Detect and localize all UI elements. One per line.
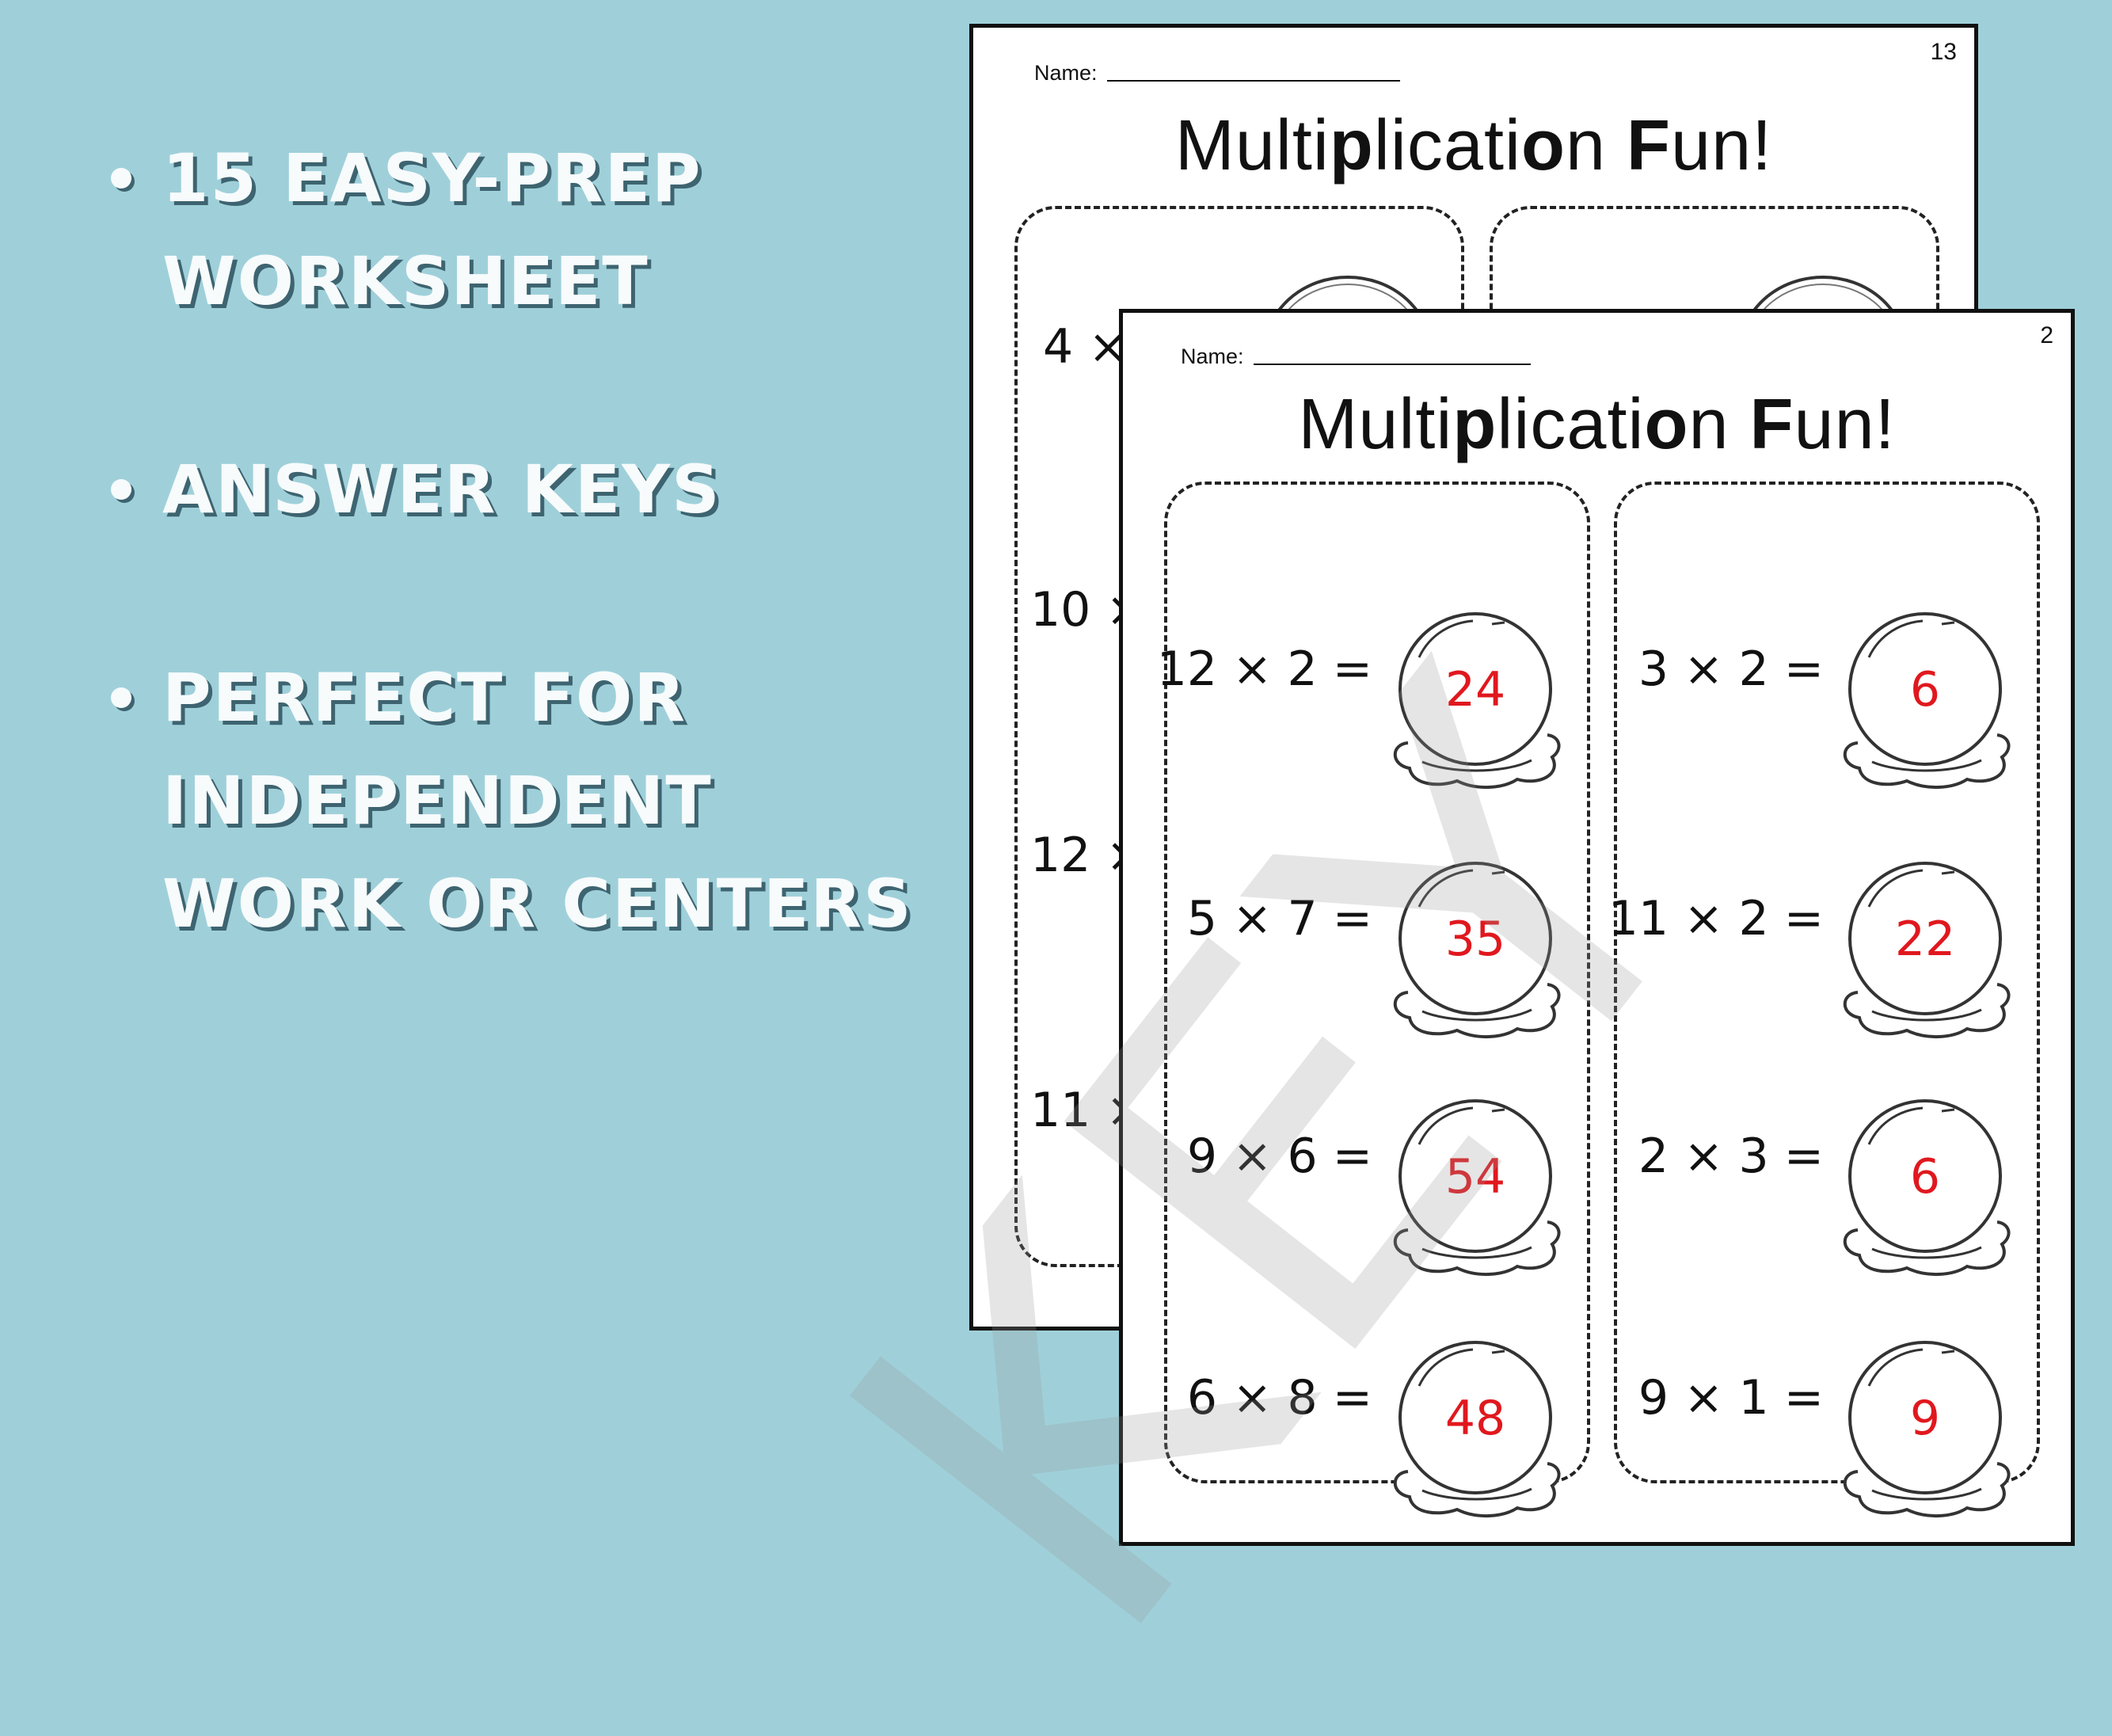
worksheet-title: Multiplication Fun! bbox=[1174, 106, 1773, 185]
problem-text: 9 × 6 = bbox=[1186, 1129, 1372, 1184]
problem-text: 4 × bbox=[1043, 319, 1128, 375]
bullet-dot-icon bbox=[111, 687, 131, 708]
answer-text: 22 bbox=[1894, 912, 1956, 967]
snow-globe-icon bbox=[1384, 859, 1568, 1046]
snow-globe-icon bbox=[1384, 610, 1568, 797]
problem-panel-right bbox=[1614, 482, 2040, 1483]
snow-globe-icon bbox=[1834, 610, 2018, 797]
snow-globe-icon bbox=[1834, 1338, 2018, 1525]
page-number: 2 bbox=[2040, 322, 2053, 348]
problem-text: 5 × 7 = bbox=[1186, 891, 1372, 946]
feature-text: 15 easy-prep worksheet bbox=[162, 139, 702, 320]
feature-item: Perfect for independent work or centers bbox=[111, 646, 966, 955]
name-field: Name: bbox=[1181, 345, 1531, 369]
answer-text: 24 bbox=[1444, 662, 1506, 718]
problem-text: 3 × 2 = bbox=[1638, 641, 1824, 697]
problem-panel-left bbox=[1164, 482, 1590, 1483]
snow-globe-icon bbox=[1263, 276, 1433, 352]
answer-text: 6 bbox=[1909, 662, 1941, 718]
feature-text: Perfect for independent work or centers bbox=[162, 659, 913, 942]
answer-text: 54 bbox=[1444, 1149, 1506, 1205]
name-label: Name: bbox=[1034, 61, 1098, 85]
answer-text: 35 bbox=[1444, 912, 1506, 967]
snow-globe-icon bbox=[1834, 859, 2018, 1046]
snow-globe-icon bbox=[1738, 276, 1908, 352]
answer-text: 48 bbox=[1444, 1391, 1506, 1446]
problem-text: 2 × 3 = bbox=[1638, 1129, 1824, 1184]
feature-item: Answer keys bbox=[111, 438, 966, 541]
snow-globe-icon bbox=[1834, 1097, 2018, 1284]
worksheet-title: Multiplication Fun! bbox=[1298, 385, 1896, 464]
problem-text: 6 × 8 = bbox=[1186, 1370, 1372, 1426]
answer-text: 6 bbox=[1909, 1149, 1941, 1205]
name-label: Name: bbox=[1181, 345, 1244, 368]
feature-list: 15 easy-prep worksheet Answer keys Perfe… bbox=[111, 127, 966, 1060]
answer-text: 9 bbox=[1909, 1391, 1941, 1446]
snow-globe-icon bbox=[1384, 1097, 1568, 1284]
bullet-dot-icon bbox=[111, 479, 131, 500]
problem-text: 11 × 2 = bbox=[1608, 891, 1824, 946]
name-field: Name: bbox=[1034, 61, 1400, 86]
feature-item: 15 easy-prep worksheet bbox=[111, 127, 966, 333]
problem-text: 12 × 2 = bbox=[1156, 641, 1372, 697]
page-number: 13 bbox=[1930, 39, 1957, 65]
worksheet-front: 2 Name: Multiplication Fun! 12 × 2 = 24 5 … bbox=[1119, 309, 2075, 1546]
bullet-dot-icon bbox=[111, 168, 131, 188]
snow-globe-icon bbox=[1384, 1338, 1568, 1525]
feature-text: Answer keys bbox=[162, 451, 721, 528]
problem-text: 9 × 1 = bbox=[1638, 1370, 1824, 1426]
